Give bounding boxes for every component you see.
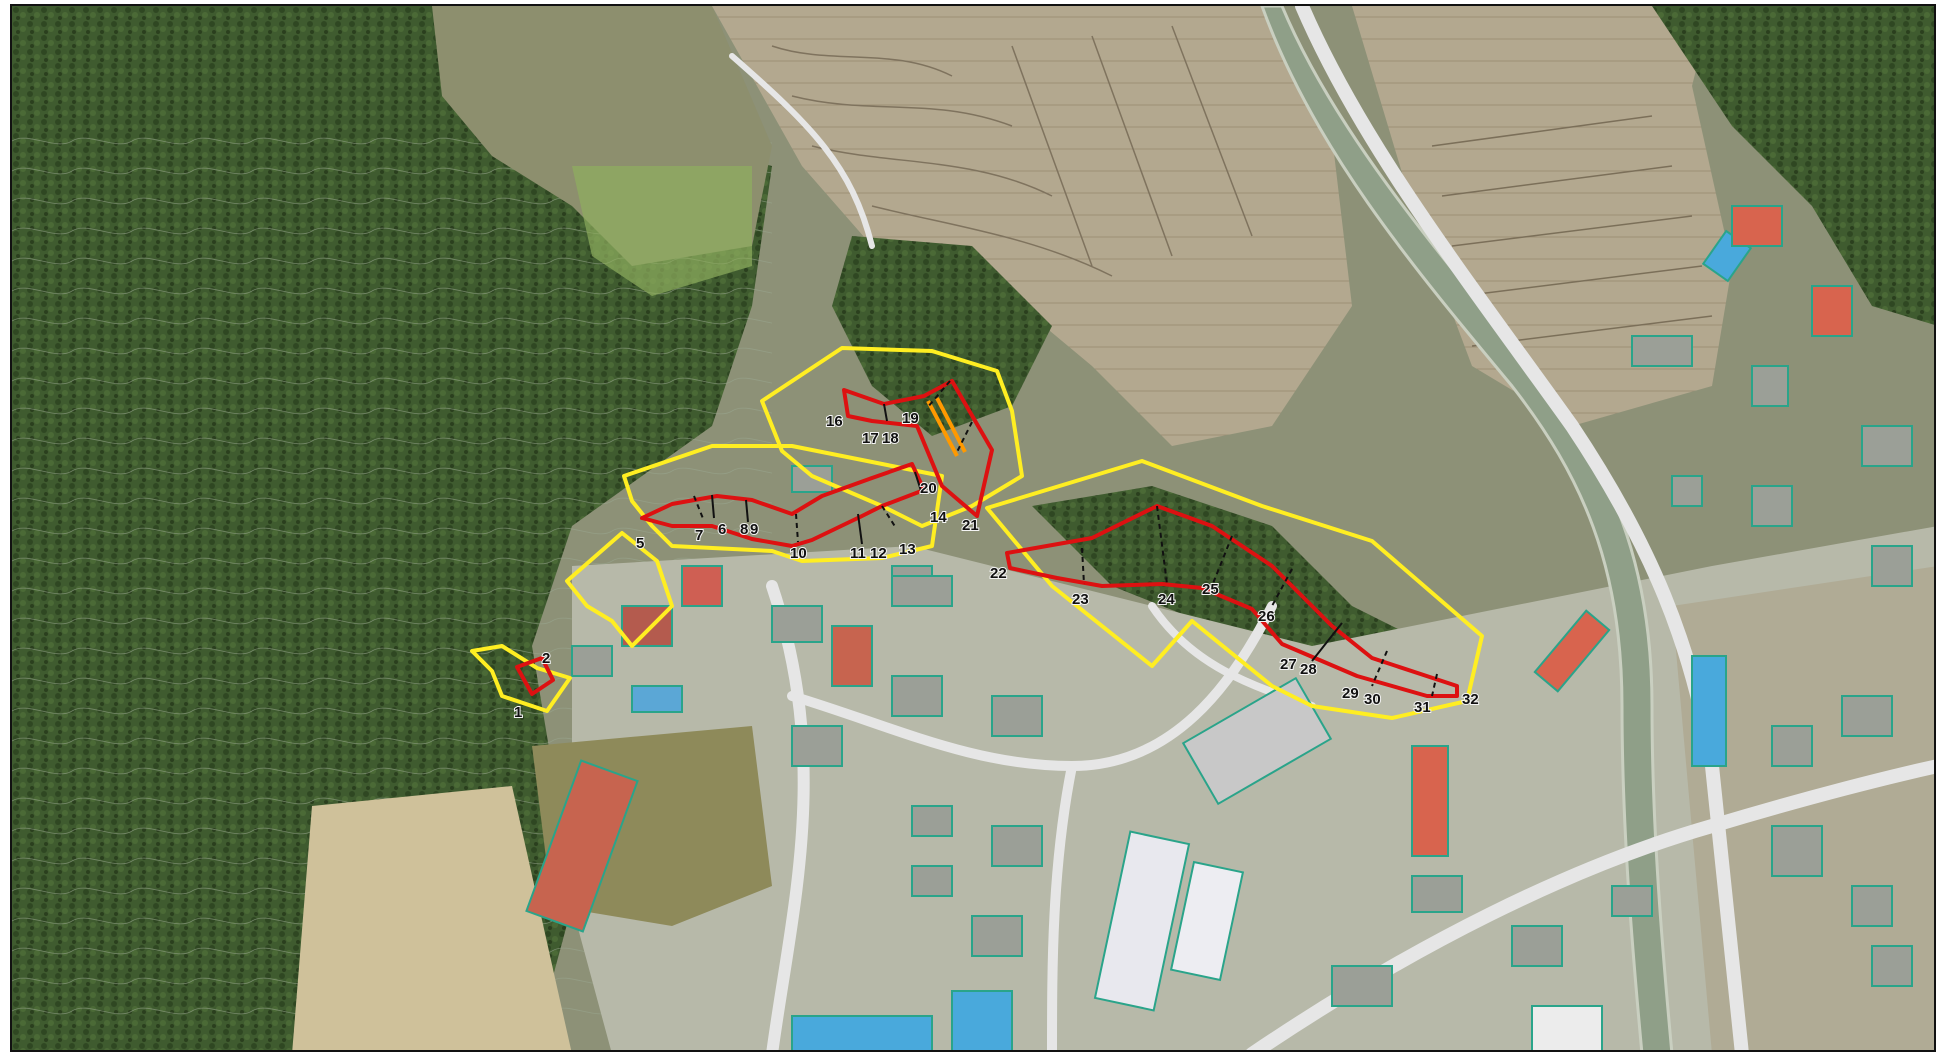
label-26: 26 [1258,608,1275,625]
large-buildings [791,205,1853,1050]
label-6: 6 [718,521,726,538]
label-29: 29 [1342,685,1359,702]
label-27: 27 [1280,656,1297,673]
label-13: 13 [899,541,916,558]
aerial-map: 1 2 5 7 6 8 9 10 11 12 13 14 16 17 18 19… [10,4,1936,1052]
meadow-grass [572,166,752,296]
survey-area-3 [622,444,944,563]
survey-area-5 [985,459,1484,720]
label-7: 7 [695,527,703,544]
label-30: 30 [1364,691,1381,708]
section-5-14 [640,462,926,548]
label-19: 19 [902,410,919,427]
section-22-32 [1005,504,1459,698]
section-1-2 [515,656,555,696]
map-canvas: 1 2 5 7 6 8 9 10 11 12 13 14 16 17 18 19… [12,6,1934,1050]
survey-area-1 [470,644,572,713]
paddies-top [712,6,1352,446]
label-23: 23 [1072,591,1089,608]
label-9: 9 [750,521,758,538]
label-14: 14 [930,509,947,526]
town-area [572,526,1934,1050]
label-8: 8 [740,521,748,538]
survey-outlines [470,346,1484,720]
label-1: 1 [514,704,522,721]
label-28: 28 [1300,661,1317,678]
label-11: 11 [850,545,866,562]
label-22: 22 [990,565,1007,582]
section-dividers [693,380,1438,697]
forest-top-right [1652,6,1934,325]
forest-ridge-east [1032,486,1432,666]
label-31: 31 [1414,699,1431,716]
label-5: 5 [636,535,644,552]
label-24: 24 [1158,591,1175,608]
label-21: 21 [962,517,979,534]
fields-right [1672,566,1934,1050]
label-18: 18 [882,430,899,447]
paddies-right [1352,6,1732,426]
label-32: 32 [1462,691,1479,708]
houses [525,335,1913,1007]
label-10: 10 [790,545,807,562]
survey-area-2 [565,531,674,648]
label-16: 16 [826,413,843,430]
forest-ridge-center [832,236,1052,436]
section-labels: 1 2 5 7 6 8 9 10 11 12 13 14 16 17 18 19… [513,409,1480,722]
highlight-strip [926,397,967,457]
label-17: 17 [862,430,879,447]
fields-bottom-left [292,786,572,1050]
paddy-field-lines [771,25,1253,277]
section-outlines [515,379,1459,698]
label-12: 12 [870,545,887,562]
label-20: 20 [920,480,937,497]
label-25: 25 [1202,581,1219,598]
label-2: 2 [542,650,550,667]
survey-area-4 [760,346,1024,528]
roads [729,6,1934,1050]
section-16-21 [842,379,994,518]
